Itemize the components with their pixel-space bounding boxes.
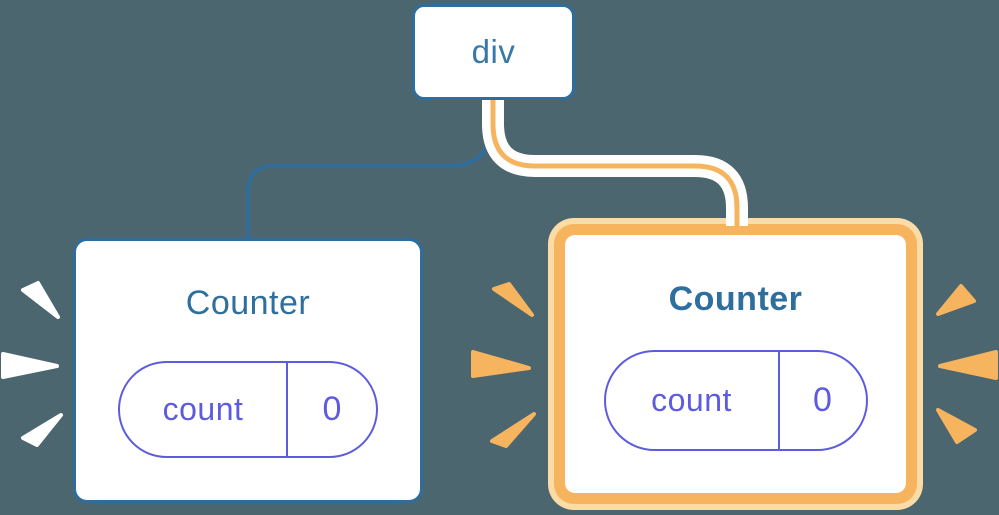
emphasis-spark-left-bottom	[21, 413, 63, 447]
state-value-cell: 0	[288, 363, 376, 456]
state-key-cell: count	[606, 352, 780, 449]
emphasis-spark-left-middle	[1, 352, 59, 379]
edge-to-left-counter	[246, 97, 495, 240]
counter-card-right-highlight-outer: Counter count 0	[548, 218, 923, 510]
state-value-cell: 0	[780, 352, 866, 449]
state-key: count	[162, 391, 244, 427]
counter-card-left: Counter count 0	[73, 238, 423, 503]
emphasis-spark-right-top	[936, 284, 976, 316]
emphasis-spark-mid-bottom	[490, 412, 536, 448]
emphasis-spark-left-top	[21, 281, 60, 319]
counter-title: Counter	[185, 284, 311, 322]
counter-card-right: Counter count 0	[565, 235, 906, 493]
edge-to-right-counter-halo	[482, 97, 748, 226]
edge-to-right-counter	[490, 97, 740, 232]
emphasis-spark-mid-top	[492, 282, 534, 317]
node-div: div	[412, 4, 575, 100]
state-key: count	[651, 382, 732, 418]
state-pill: count 0	[603, 350, 868, 451]
counter-title: Counter	[668, 280, 803, 318]
state-value: 0	[813, 381, 832, 419]
state-key-cell: count	[120, 363, 288, 456]
emphasis-spark-mid-middle	[471, 350, 531, 378]
state-value: 0	[322, 390, 342, 428]
node-div-label: div	[471, 33, 516, 70]
counter-card-right-highlight-border: Counter count 0	[554, 224, 917, 504]
state-pill: count 0	[118, 361, 378, 458]
emphasis-spark-right-bottom	[936, 408, 977, 444]
emphasis-spark-right-middle	[938, 350, 998, 380]
